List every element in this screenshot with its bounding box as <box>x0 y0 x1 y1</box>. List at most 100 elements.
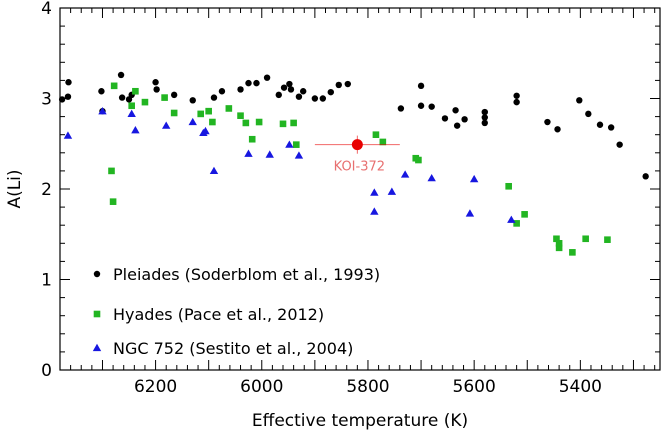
circle-data-point <box>295 93 303 100</box>
square-data-point <box>225 105 233 112</box>
square-data-point <box>555 240 563 247</box>
circle-data-point <box>275 91 282 99</box>
circle-data-point <box>417 102 425 109</box>
square-data-point <box>197 110 205 118</box>
triangle-data-point <box>294 151 304 159</box>
x-tick-label: 5400 <box>559 377 602 397</box>
circle-data-point <box>153 86 160 93</box>
square-data-point <box>248 135 256 143</box>
square-data-point <box>505 182 512 190</box>
x-axis-title: Effective temperature (K) <box>252 411 468 431</box>
legend-triangle-marker <box>92 343 102 352</box>
circle-data-point <box>237 86 244 93</box>
square-data-point <box>279 120 287 128</box>
circle-data-point <box>481 114 488 121</box>
circle-data-point <box>554 126 561 133</box>
circle-data-point <box>58 96 66 103</box>
circle-data-point <box>152 79 159 86</box>
triangle-data-point <box>387 187 397 195</box>
square-data-point <box>242 119 250 127</box>
legend-circle-marker <box>93 270 101 278</box>
y-tick-label: 4 <box>41 0 52 19</box>
triangle-data-point <box>161 121 171 129</box>
circle-data-point <box>576 97 583 104</box>
highlighted-point-group: KOI-372 <box>314 135 400 175</box>
square-data-point <box>161 94 168 101</box>
circle-data-point <box>280 84 288 91</box>
triangle-data-point <box>370 188 379 196</box>
circle-data-point <box>481 119 488 127</box>
x-tick-label: 5600 <box>453 377 496 397</box>
highlighted-data-point <box>351 139 363 151</box>
triangle-data-point <box>370 207 379 215</box>
circle-data-point <box>428 103 435 110</box>
y-tick-label: 1 <box>41 271 52 291</box>
square-data-point <box>553 235 560 243</box>
triangle-data-point <box>98 106 107 115</box>
circle-data-point <box>335 81 342 89</box>
square-data-point <box>290 119 297 127</box>
triangle-data-point <box>507 215 516 223</box>
x-axis-ticks: 6200 6000 5800 5600 5400 <box>59 8 656 397</box>
square-data-point <box>555 244 563 252</box>
square-data-point <box>604 236 611 243</box>
circle-data-point <box>245 79 252 87</box>
square-data-point <box>205 107 212 115</box>
square-data-point <box>108 167 115 175</box>
data-points <box>58 71 649 256</box>
square-data-point <box>132 87 139 95</box>
circle-data-point <box>397 105 405 112</box>
triangle-data-point <box>465 209 475 217</box>
circle-data-point <box>607 124 615 131</box>
triangle-data-point <box>285 140 294 148</box>
circle-data-point <box>513 98 520 106</box>
circle-data-point <box>453 122 461 129</box>
triangle-data-point <box>127 109 136 118</box>
triangle-data-point <box>469 174 479 183</box>
square-data-point <box>141 98 149 106</box>
square-data-point <box>209 118 216 126</box>
circle-data-point <box>327 88 334 96</box>
circle-data-point <box>616 141 623 148</box>
circle-data-point <box>117 71 125 79</box>
circle-data-point <box>286 80 293 88</box>
circle-data-point <box>64 93 72 100</box>
triangle-data-point <box>63 131 73 139</box>
square-data-point <box>415 156 422 164</box>
circle-data-point <box>461 116 468 123</box>
square-data-point <box>237 112 244 119</box>
x-tick-label: 6000 <box>240 377 283 397</box>
circle-data-point <box>585 110 592 118</box>
square-data-point <box>513 220 520 227</box>
circle-data-point <box>65 79 72 86</box>
circle-data-point <box>344 80 351 88</box>
circle-data-point <box>98 88 105 95</box>
circle-data-point <box>544 118 551 126</box>
triangle-data-point <box>265 150 274 158</box>
circle-data-point <box>596 121 604 128</box>
circle-data-point <box>263 74 271 81</box>
circle-data-point <box>189 97 196 104</box>
legend-label: NGC 752 (Sestito et al., 2004) <box>113 339 353 358</box>
y-tick-label: 0 <box>41 361 52 381</box>
triangle-data-point <box>400 170 410 178</box>
x-tick-label: 5800 <box>346 377 389 397</box>
square-data-point <box>379 138 387 146</box>
square-data-point <box>372 131 380 138</box>
triangle-data-point <box>201 126 210 135</box>
circle-data-point <box>218 88 226 95</box>
circle-data-point <box>417 82 425 90</box>
circle-data-point <box>118 94 126 101</box>
circle-data-point <box>253 79 260 87</box>
circle-data-point <box>452 107 459 114</box>
square-data-point <box>292 141 300 148</box>
triangle-data-point <box>427 173 436 182</box>
triangle-data-point <box>131 125 140 134</box>
circle-data-point <box>441 115 449 122</box>
x-tick-label: 6200 <box>134 377 177 397</box>
circle-data-point <box>170 91 178 99</box>
y-tick-label: 2 <box>41 180 52 200</box>
square-data-point <box>582 235 589 243</box>
highlight-label: KOI-372 <box>334 160 385 175</box>
